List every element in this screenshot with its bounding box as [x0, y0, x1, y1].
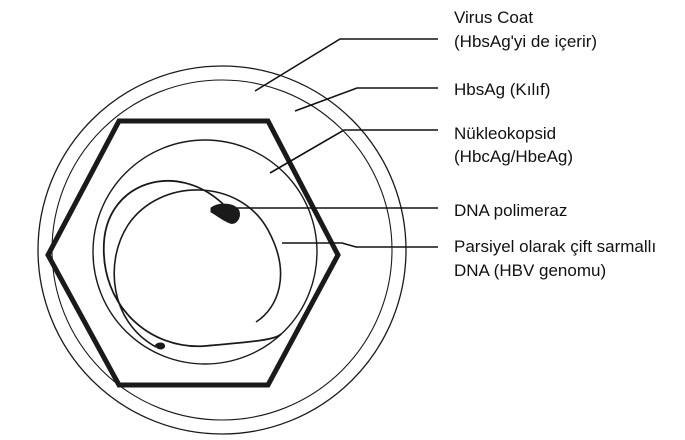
label-virus-coat-line2: (HbsAg'yi de içerir) — [454, 32, 597, 51]
label-dna-line1: Parsiyel olarak çift sarmallı — [454, 237, 656, 256]
label-dna-polymerase: DNA polimeraz — [454, 201, 567, 220]
label-hbsag: HbsAg (Kılıf) — [454, 80, 550, 99]
dna-nick-mark — [155, 343, 165, 350]
label-virus-coat-line1: Virus Coat — [454, 8, 533, 27]
dna-polymerase-blob — [211, 204, 239, 223]
label-nucleocapsid-line2: (HbcAg/HbeAg) — [454, 147, 573, 166]
dna-strand-inner — [114, 190, 280, 347]
dna-strand-outer — [104, 181, 281, 346]
leader-nucleocapsid — [270, 130, 438, 173]
leader-virus-coat — [255, 39, 438, 91]
label-dna-line2: DNA (HBV genomu) — [454, 261, 606, 280]
inner-core-circle — [93, 140, 317, 364]
label-nucleocapsid-line1: Nükleokopsid — [454, 124, 556, 143]
leader-dna — [282, 243, 438, 247]
